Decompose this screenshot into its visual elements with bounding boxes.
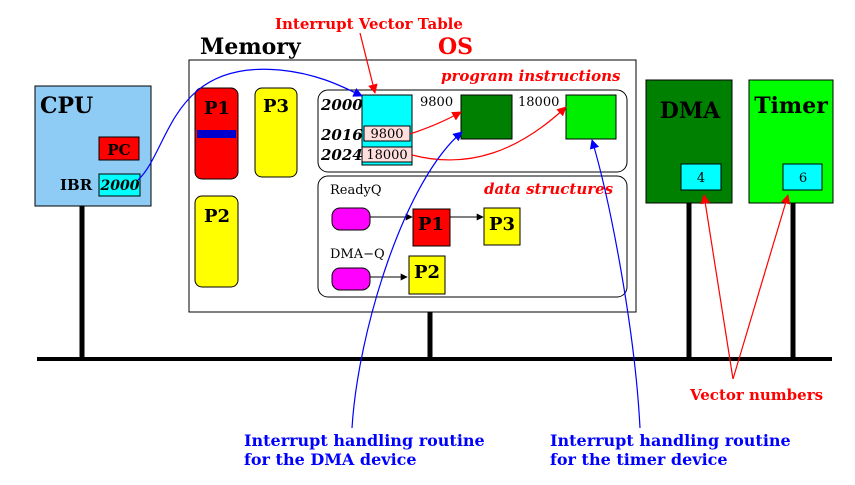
dma-vector-number: 4 xyxy=(697,171,705,186)
ibr-label: IBR xyxy=(60,176,93,194)
vector-to-dma-routine-arrow xyxy=(409,111,462,135)
memory-label: Memory xyxy=(200,34,302,60)
dma-routine-note-line1: Interrupt handling routine xyxy=(244,431,485,450)
os-label: OS xyxy=(438,34,473,60)
process-p2 xyxy=(194,195,239,288)
readyq-item-p3-label: P3 xyxy=(489,214,515,235)
readyq-item-p3 xyxy=(483,207,521,246)
timer-routine-address: 18000 xyxy=(518,95,559,110)
readyq-head xyxy=(331,207,371,231)
ivt-title-arrow xyxy=(359,32,378,94)
timer-label: Timer xyxy=(754,93,828,119)
dma-routine-pointer-arrow xyxy=(351,131,463,429)
timer-vector-cell xyxy=(782,163,823,191)
vector-row-value-2: 18000 xyxy=(366,148,407,163)
vector-numbers-label: Vector numbers xyxy=(689,386,823,404)
ibr-value: 2000 xyxy=(100,178,140,194)
process-p3 xyxy=(254,87,298,178)
readyq-item-p1 xyxy=(412,208,451,247)
dmaq-label: DMA−Q xyxy=(330,247,385,262)
process-p2-label: P2 xyxy=(204,206,230,227)
ivt-title: Interrupt Vector Table xyxy=(275,15,463,33)
readyq-item-p1-label: P1 xyxy=(418,214,444,235)
process-p1-label: P1 xyxy=(204,98,230,119)
dma-routine-note-line2: for the DMA device xyxy=(244,450,417,469)
pc-label: PC xyxy=(107,141,130,159)
dmaq-item-p2 xyxy=(408,255,446,295)
vector-numbers-arrow-timer xyxy=(732,194,791,380)
dma-vector-cell xyxy=(680,163,722,191)
vector-row-addr-0: 2000 xyxy=(320,96,363,114)
readyq-label: ReadyQ xyxy=(330,183,382,198)
ibr-register xyxy=(98,173,141,197)
ibr-to-ivt-arrow xyxy=(137,68,363,181)
dmaq-item-p2-label: P2 xyxy=(414,262,440,283)
timer-routine-block xyxy=(565,94,617,140)
dmaq-head xyxy=(331,267,371,291)
dma-routine-address: 9800 xyxy=(420,95,453,110)
dma-label: DMA xyxy=(660,98,721,124)
program-instructions-label: program instructions xyxy=(441,67,621,85)
vector-numbers-arrow-dma xyxy=(700,194,734,380)
timer-vector-number: 6 xyxy=(799,171,807,186)
pc-register xyxy=(98,136,140,161)
data-structures-label: data structures xyxy=(484,180,614,198)
process-p3-label: P3 xyxy=(263,96,289,117)
process-p1-marker xyxy=(197,130,236,138)
vector-to-timer-routine-arrow xyxy=(411,106,567,161)
dma-routine-block xyxy=(460,94,513,140)
vector-row-value-1: 9800 xyxy=(370,127,403,142)
vector-row-addr-2: 2024 xyxy=(320,146,363,164)
timer-routine-pointer-arrow xyxy=(589,139,641,429)
vector-row-addr-1: 2016 xyxy=(320,126,363,144)
vector-cell-2 xyxy=(361,146,413,163)
cpu-label: CPU xyxy=(40,93,93,119)
os-data-region xyxy=(317,175,628,298)
timer-routine-note-line1: Interrupt handling routine xyxy=(550,431,791,450)
timer-routine-note-line2: for the timer device xyxy=(550,450,728,469)
